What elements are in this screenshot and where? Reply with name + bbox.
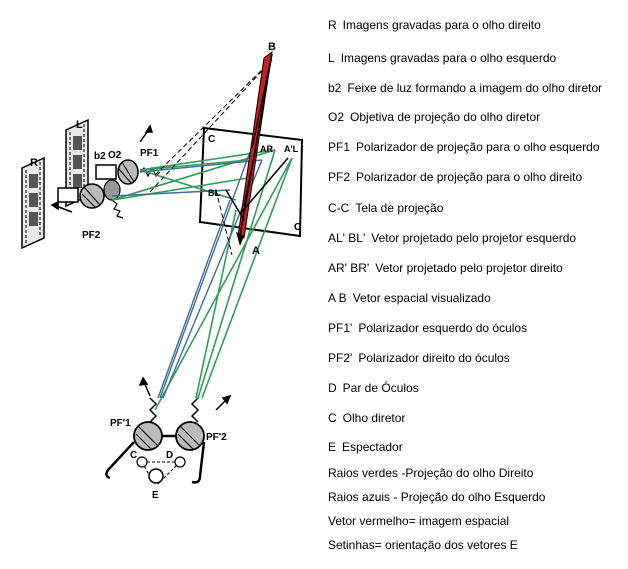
note-arrows: Setinhas= orientação dos vetores E bbox=[328, 538, 518, 552]
projector-right bbox=[57, 179, 124, 219]
legend-text: Imagens gravadas para o olho esquerdo bbox=[340, 51, 557, 65]
legend-text: Olho diretor bbox=[342, 411, 406, 425]
legend-symbol: AR' BR' bbox=[328, 261, 370, 275]
legend-symbol: b2 bbox=[328, 81, 342, 95]
label-l: L bbox=[76, 119, 83, 131]
legend-symbol: E bbox=[328, 440, 337, 454]
label-o2: O2 bbox=[108, 150, 122, 161]
projected-vectors bbox=[225, 147, 289, 221]
projector-left bbox=[95, 159, 161, 185]
legend-item: D Par de Óculos bbox=[328, 381, 419, 395]
legend-item: A B Vetor espacial visualizado bbox=[328, 291, 491, 305]
legend-text: Vetor projetado pelo projetor esquerdo bbox=[371, 231, 577, 245]
label-c-right: C bbox=[294, 222, 301, 233]
legend-text: Polarizador de projeção para o olho dire… bbox=[356, 170, 583, 184]
legend-item: C-C Tela de projeção bbox=[328, 201, 443, 215]
note-blue-rays: Raios azuis - Projeção do olho Esquerdo bbox=[328, 490, 546, 504]
label-bl: BL bbox=[208, 188, 220, 198]
legend-symbol: D bbox=[328, 381, 337, 395]
legend-item: b2 Feixe de luz formando a imagem do olho… bbox=[328, 81, 602, 95]
legend-item: O2 Objetiva de projeção do olho diretor bbox=[328, 110, 540, 124]
legend-text: Espectador bbox=[342, 440, 403, 454]
label-a: A bbox=[252, 245, 260, 257]
legend-item: AR' BR' Vetor projetado pelo projetor dir… bbox=[328, 261, 563, 275]
legend-item: PF2' Polarizador direito do óculos bbox=[328, 351, 510, 365]
label-c-eye: C bbox=[130, 450, 137, 461]
legend-symbol: O2 bbox=[328, 110, 345, 124]
viewer-eyes bbox=[136, 456, 186, 485]
legend-text: Feixe de luz formando a imagem do olho d… bbox=[347, 81, 603, 95]
legend-text: Polarizador de projeção para o olho esqu… bbox=[356, 140, 600, 154]
legend-item: AL' BL' Vetor projetado pelo projetor esq… bbox=[328, 231, 576, 245]
label-r: R bbox=[30, 157, 38, 169]
legend-item: L Imagens gravadas para o olho esquerdo bbox=[328, 51, 556, 65]
glasses-right bbox=[175, 397, 205, 451]
stereo-projection-diagram: R L b2 O2 PF1 PF2 C C B A AR A'L BL PF'1… bbox=[21, 41, 304, 501]
legend-symbol: R bbox=[328, 18, 337, 32]
legend-text: Tela de projeção bbox=[355, 201, 444, 215]
legend-symbol: A B bbox=[328, 291, 347, 305]
legend-symbol: PF2' bbox=[328, 351, 353, 365]
legend-symbol: PF1 bbox=[328, 140, 351, 154]
label-pf1-glasses: PF'1 bbox=[110, 418, 131, 429]
legend-symbol: AL' BL' bbox=[328, 231, 366, 245]
legend-text: Polarizador esquerdo do óculos bbox=[358, 321, 528, 335]
construction-lines bbox=[149, 59, 273, 256]
legend-symbol: C-C bbox=[328, 201, 350, 215]
legend-symbol: PF1' bbox=[328, 321, 353, 335]
label-pf2-glasses: PF'2 bbox=[206, 432, 227, 443]
note-green-rays: Raios verdes -Projeção do olho Direito bbox=[328, 466, 534, 480]
legend-text: Imagens gravadas para o olho direito bbox=[342, 18, 541, 32]
label-ar: AR bbox=[260, 144, 273, 154]
note-red-vector: Vetor vermelho= imagem espacial bbox=[328, 514, 510, 528]
legend-item: R Imagens gravadas para o olho direito bbox=[328, 18, 541, 32]
legend-item: PF1 Polarizador de projeção para o olho e… bbox=[328, 140, 600, 154]
legend-symbol: C bbox=[328, 411, 337, 425]
glasses-frame bbox=[105, 434, 206, 484]
film-strip-l bbox=[65, 118, 89, 208]
legend-symbol: PF2 bbox=[328, 170, 351, 184]
label-pf2: PF2 bbox=[82, 230, 101, 241]
label-b2: b2 bbox=[94, 151, 106, 162]
legend-text: Polarizador direito do óculos bbox=[358, 351, 510, 365]
orientation-arrows bbox=[50, 124, 232, 411]
legend-item: PF1' Polarizador esquerdo do óculos bbox=[328, 321, 527, 335]
legend-text: Par de Óculos bbox=[342, 381, 419, 395]
label-e: E bbox=[152, 490, 159, 501]
label-al: A'L bbox=[284, 144, 299, 154]
legend-item: PF2 Polarizador de projeção para o olho d… bbox=[328, 170, 582, 184]
label-d: D bbox=[166, 450, 173, 461]
legend-item: C Olho diretor bbox=[328, 411, 405, 425]
legend-text: Objetiva de projeção do olho diretor bbox=[350, 110, 541, 124]
legend-text: Vetor espacial visualizado bbox=[352, 291, 491, 305]
legend-text: Vetor projetado pelo projetor direito bbox=[375, 261, 563, 275]
legend-symbol: L bbox=[328, 51, 335, 65]
label-b: B bbox=[268, 41, 276, 53]
label-c-left: C bbox=[208, 134, 215, 145]
legend-item: E Espectador bbox=[328, 440, 403, 454]
film-strip-r bbox=[21, 156, 45, 250]
label-pf1: PF1 bbox=[140, 148, 159, 159]
